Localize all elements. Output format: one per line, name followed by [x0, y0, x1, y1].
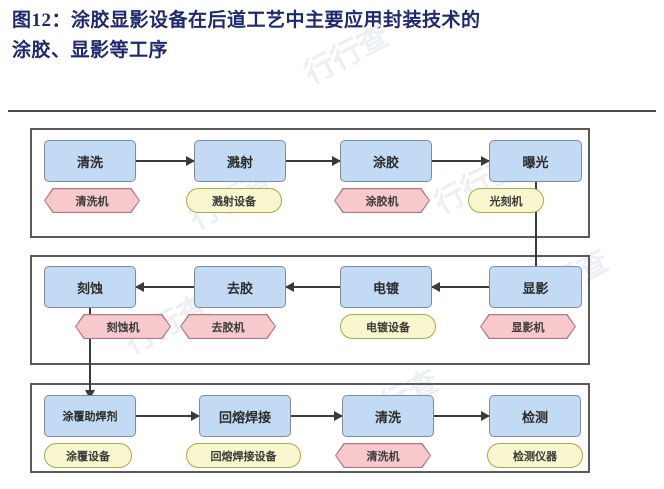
arrowhead-icon [285, 282, 294, 292]
title-divider [8, 110, 656, 112]
hexagon-fill-icon [181, 315, 275, 338]
arrow-row3-2-to-3 [291, 411, 343, 421]
equipment-tag-row3-step4: 检测仪器 [487, 443, 583, 468]
arrow-row2-2-to-1 [135, 282, 194, 292]
flow-node-row3-step4[interactable]: 检测 [489, 395, 581, 437]
equipment-tag-row1-step2: 溅射设备 [186, 188, 282, 213]
equipment-label: 清洗机 [75, 195, 109, 208]
flow-node-row1-step2[interactable]: 溅射 [194, 140, 286, 182]
arrow-row1-3-to-4 [432, 156, 490, 166]
arrow-row1-1-to-2 [136, 156, 195, 166]
flow-node-row1-step3[interactable]: 涂胶 [340, 140, 432, 182]
hexagon-fill-icon [76, 315, 170, 338]
flow-row-1-panel [30, 128, 590, 238]
equipment-label: 显影机 [511, 321, 545, 334]
arrowhead-icon [191, 411, 200, 421]
arrowhead-icon [481, 156, 490, 166]
hexagon-fill-icon [45, 189, 139, 212]
flow-node-row3-step2[interactable]: 回熔焊接 [199, 395, 291, 437]
arrowhead-icon [334, 411, 343, 421]
equipment-tag-row2-step3: 电镀设备 [340, 314, 436, 339]
hexagon-fill-icon [481, 315, 575, 338]
flow-node-row2-step3[interactable]: 电镀 [340, 266, 432, 308]
flow-node-row1-step1[interactable]: 清洗 [44, 140, 136, 182]
equipment-tag-row2-step2: 去胶机 [180, 314, 276, 339]
equipment-label: 去胶机 [211, 321, 245, 334]
equipment-tag-row3-step1: 涂覆设备 [44, 443, 132, 468]
equipment-label: 清洗机 [366, 450, 400, 463]
equipment-tag-row1-step1: 清洗机 [44, 188, 140, 213]
flow-node-row3-step1[interactable]: 涂覆助焊剂 [44, 395, 136, 437]
equipment-tag-row3-step2: 回熔焊接设备 [186, 443, 301, 468]
flow-node-row3-step3[interactable]: 清洗 [342, 395, 434, 437]
arrowhead-icon [135, 282, 144, 292]
arrow-row2-3-to-2 [285, 282, 340, 292]
arrowhead-icon [85, 390, 95, 399]
arrowhead-icon [186, 156, 195, 166]
figure-title-line-1: 图12：涂胶显影设备在后道工艺中主要应用封装技术的 [12, 10, 481, 31]
arrowhead-icon [332, 156, 341, 166]
arrowhead-icon [431, 282, 440, 292]
flow-node-row1-step4[interactable]: 曝光 [489, 140, 582, 182]
arrow-row1-2-to-3 [286, 156, 341, 166]
equipment-tag-row3-step3: 清洗机 [335, 443, 431, 468]
arrow-row2-4-to-3 [431, 282, 489, 292]
equipment-tag-row1-step4: 光刻机 [468, 188, 544, 213]
figure-title-line-2: 涂胶、显影等工序 [12, 40, 169, 61]
arrow-row3-3-to-4 [434, 411, 490, 421]
equipment-tag-row2-step4: 显影机 [480, 314, 576, 339]
hexagon-fill-icon [335, 189, 429, 212]
equipment-tag-row1-step3: 涂胶机 [334, 188, 430, 213]
process-flow-diagram: 清洗 溅射 涂胶 曝光 清洗机 溅射设备 涂胶机 光刻机 刻蚀 去胶 电镀 显影… [0, 118, 664, 483]
flow-row-2-panel [30, 255, 590, 365]
flow-node-row2-step2[interactable]: 去胶 [194, 266, 286, 308]
connector-row2-to-row3 [85, 308, 95, 399]
flow-row-3-panel [30, 383, 590, 473]
equipment-tag-row2-step1: 刻蚀机 [75, 314, 171, 339]
flow-node-row2-step1[interactable]: 刻蚀 [44, 266, 136, 308]
figure-title: 图12：涂胶显影设备在后道工艺中主要应用封装技术的 涂胶、显影等工序 [12, 6, 642, 66]
hexagon-fill-icon [336, 444, 430, 467]
equipment-label: 涂胶机 [365, 195, 399, 208]
arrowhead-icon [481, 411, 490, 421]
equipment-label: 刻蚀机 [106, 321, 140, 334]
arrow-row3-1-to-2 [136, 411, 200, 421]
flow-node-row2-step4[interactable]: 显影 [489, 266, 582, 308]
